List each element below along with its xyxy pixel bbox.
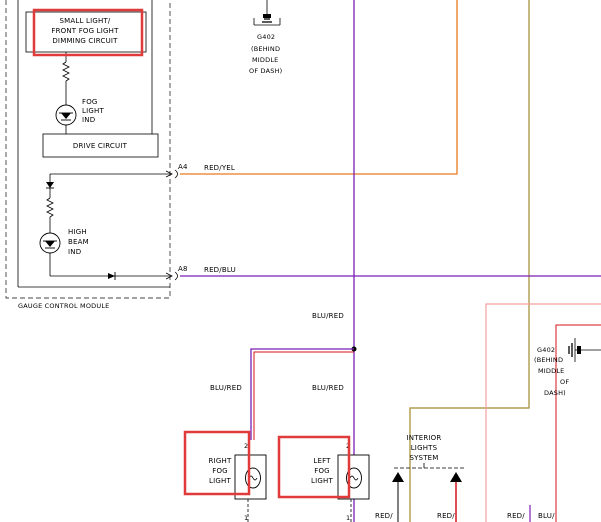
ground-g402-label: G402 bbox=[257, 33, 275, 41]
right-fog-label-3: LIGHT bbox=[209, 477, 231, 485]
left-fog-pin-bottom: 1 bbox=[346, 514, 350, 522]
wire-blu-red-left-label: BLU/RED bbox=[312, 384, 344, 392]
interior-lights-label-3: SYSTEM bbox=[409, 454, 438, 462]
dimming-circuit-label-3: DIMMING CIRCUIT bbox=[52, 37, 118, 45]
wire-red-yel-label: RED/YEL bbox=[204, 164, 235, 172]
highlight-boxes bbox=[32, 8, 351, 499]
interior-lights-system: INTERIOR LIGHTS SYSTEM bbox=[392, 434, 466, 522]
connector-a8-label: A8 bbox=[178, 265, 188, 273]
diode-icon bbox=[46, 182, 54, 188]
gauge-control-module: GAUGE CONTROL MODULE SMALL LIGHT/ FRONT … bbox=[5, 0, 171, 310]
bottom-red-label-3: RED/ bbox=[507, 512, 525, 520]
interior-arrow-right-icon bbox=[450, 472, 462, 482]
ground-g402-right-label-5: DASH) bbox=[544, 389, 566, 397]
drive-circuit-label: DRIVE CIRCUIT bbox=[73, 142, 128, 150]
highlight-right-fog-light bbox=[183, 430, 251, 496]
left-fog-label-2: FOG bbox=[314, 467, 330, 475]
connector-a4: A4 bbox=[165, 163, 188, 179]
wire-olive bbox=[409, 0, 530, 522]
ground-g402-right-label: G402 bbox=[537, 346, 555, 354]
bottom-red-label-1: RED/ bbox=[375, 512, 393, 520]
interior-arrow-left-icon bbox=[392, 472, 404, 482]
high-beam-label-2: BEAM bbox=[68, 238, 89, 246]
right-fog-light: 2 1 RIGHT FOG LIGHT bbox=[209, 442, 267, 522]
fog-indicator-label-2: LIGHT bbox=[82, 107, 104, 115]
wire-pink bbox=[485, 303, 601, 522]
ground-g402-right: G402 (BEHIND MIDDLE OF DASH) bbox=[534, 338, 601, 397]
bottom-wire-labels: RED/ RED/ RED/ BLU/ bbox=[375, 505, 555, 522]
ground-g402-right-label-2: (BEHIND bbox=[534, 356, 563, 364]
interior-lights-label: INTERIOR bbox=[407, 434, 442, 442]
bottom-red-label-2: RED/ bbox=[437, 512, 455, 520]
highlight-dimming-circuit bbox=[32, 8, 144, 57]
drive-circuit-box bbox=[42, 133, 159, 158]
wire-red-blu: RED/BLU bbox=[180, 266, 601, 277]
connector-a4-label: A4 bbox=[178, 163, 188, 171]
left-fog-label-3: LIGHT bbox=[311, 477, 333, 485]
ground-g402-right-label-4: OF bbox=[560, 378, 569, 386]
interior-lights-label-2: LIGHTS bbox=[411, 444, 438, 452]
ground-g402: G402 (BEHIND MIDDLE OF DASH) bbox=[249, 0, 282, 75]
fog-indicator-label-3: IND bbox=[82, 116, 95, 124]
fog-indicator-label: FOG bbox=[82, 98, 98, 106]
wire-blu-red-main-label: BLU/RED bbox=[312, 312, 344, 320]
resistor-symbol bbox=[62, 61, 70, 82]
gauge-control-module-label: GAUGE CONTROL MODULE bbox=[18, 302, 109, 310]
wire-red-right bbox=[555, 324, 601, 522]
ground-g402-label-4: OF DASH) bbox=[249, 67, 282, 75]
highlight-left-fog-light bbox=[277, 435, 351, 499]
wire-blu-red-right: BLU/RED bbox=[210, 348, 354, 440]
right-fog-pin-top: 2 bbox=[244, 442, 248, 450]
high-beam-label-3: IND bbox=[68, 248, 81, 256]
right-fog-pin-bottom: 1 bbox=[244, 514, 248, 522]
ground-g402-right-label-3: MIDDLE bbox=[538, 367, 564, 375]
connector-a8: A8 bbox=[165, 265, 188, 281]
wire-blu-red-right-label: BLU/RED bbox=[210, 384, 242, 392]
wire-blu-red-main: BLU/RED BLU/RED bbox=[312, 0, 355, 522]
high-beam-label: HIGH bbox=[68, 228, 87, 236]
left-fog-label: LEFT bbox=[313, 457, 331, 465]
wire-red-blu-label: RED/BLU bbox=[204, 266, 236, 274]
ground-g402-label-3: MIDDLE bbox=[252, 56, 278, 64]
left-fog-light: 2 1 LEFT FOG LIGHT bbox=[311, 442, 370, 522]
right-fog-label-2: FOG bbox=[212, 467, 228, 475]
dimming-circuit-label: SMALL LIGHT/ bbox=[60, 17, 111, 25]
dimming-circuit-box bbox=[25, 11, 147, 53]
dimming-circuit-label-2: FRONT FOG LIGHT bbox=[51, 27, 119, 35]
wire-red-yel: RED/YEL bbox=[180, 0, 458, 175]
right-fog-label: RIGHT bbox=[209, 457, 232, 465]
bottom-blu-label: BLU/ bbox=[538, 512, 555, 520]
ground-g402-label-2: (BEHIND bbox=[251, 45, 280, 53]
